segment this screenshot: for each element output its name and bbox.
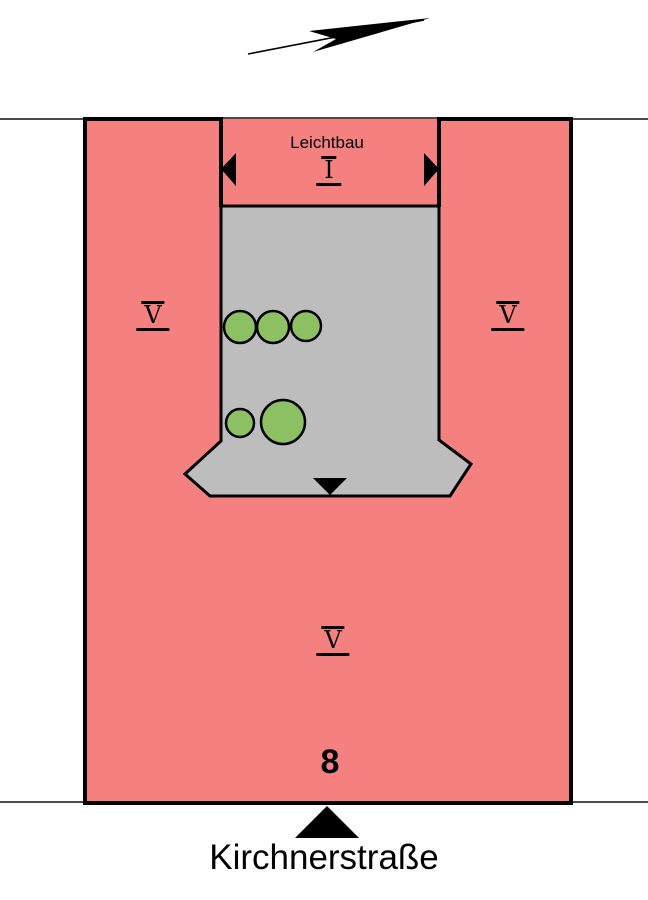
storey-count-left-wing: V — [136, 301, 170, 331]
storey-count-right-numeral: V — [496, 301, 520, 328]
storey-count-main-wing: V — [316, 626, 350, 656]
annex-outline-patch — [223, 117, 437, 127]
annex-wall-right — [437, 117, 441, 207]
annex-label: Leichtbau — [290, 133, 364, 152]
annex-wall-left — [219, 117, 223, 207]
house-number: 8 — [320, 743, 340, 781]
storey-count-left-numeral: V — [141, 301, 165, 328]
north-arrow-icon — [247, 18, 430, 55]
storey-count-main-numeral: V — [321, 626, 345, 653]
storey-count-annex: I — [316, 156, 342, 186]
storey-count-annex-numeral: I — [321, 156, 337, 183]
storey-count-right-wing: V — [491, 301, 525, 331]
street-name: Kirchnerstraße — [209, 838, 439, 877]
triangle-up-icon — [295, 806, 359, 838]
building-footprint — [83, 117, 573, 805]
